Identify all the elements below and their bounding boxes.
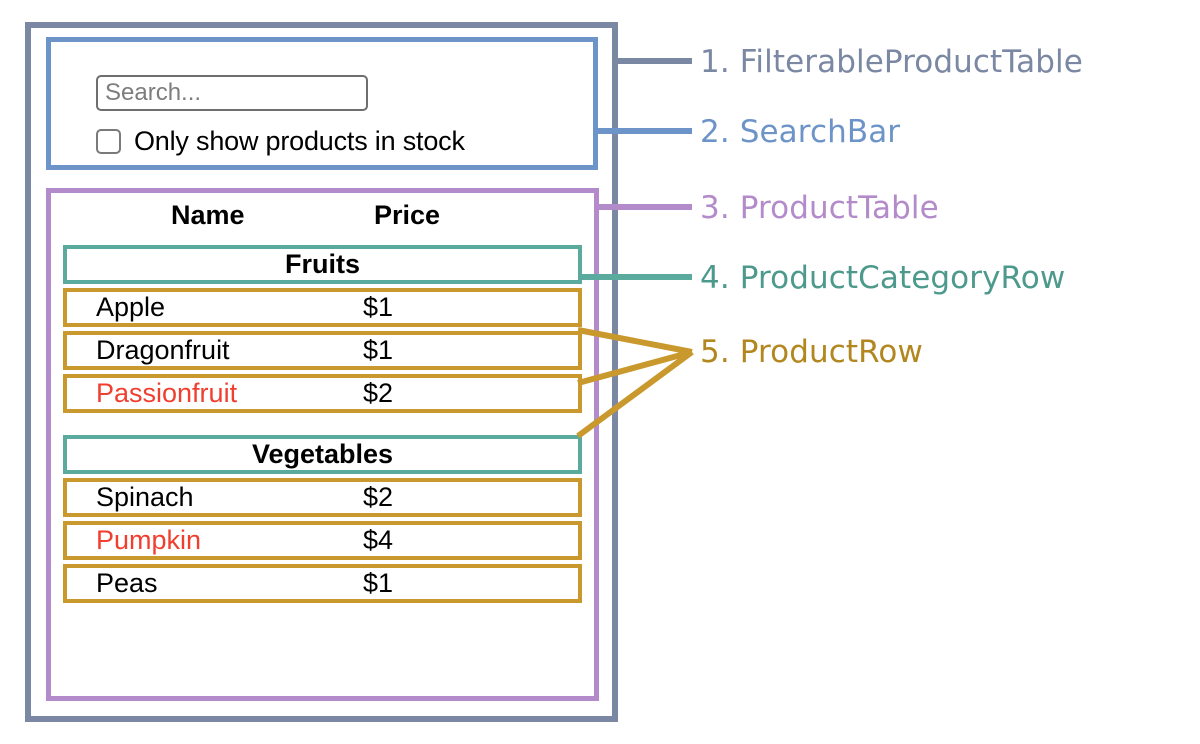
callout-label-product-table: 3. ProductTable xyxy=(700,190,939,226)
product-price: $1 xyxy=(363,291,394,322)
product-price: $1 xyxy=(363,334,394,365)
callout-label-product-row: 5. ProductRow xyxy=(700,334,923,370)
product-row: Pumpkin $4 xyxy=(63,521,582,560)
search-bar-frame: Only show products in stock xyxy=(46,37,598,170)
product-price: $2 xyxy=(363,481,394,512)
product-row: Peas $1 xyxy=(63,564,582,603)
callout-label-search-bar: 2. SearchBar xyxy=(700,114,901,150)
product-name: Pumpkin xyxy=(96,524,202,555)
product-name: Apple xyxy=(96,291,166,322)
in-stock-filter-row[interactable]: Only show products in stock xyxy=(96,126,465,157)
product-row: Dragonfruit $1 xyxy=(63,331,582,370)
product-category-row: Vegetables xyxy=(63,435,582,474)
product-row: Apple $1 xyxy=(63,288,582,327)
product-name: Spinach xyxy=(96,481,194,512)
product-rows-area: Fruits Apple $1 Dragonfruit $1 Passionfr… xyxy=(63,245,582,607)
filterable-product-table-frame: Only show products in stock Name Price F… xyxy=(25,22,618,722)
product-category-label: Vegetables xyxy=(251,438,394,469)
column-header-name: Name xyxy=(171,200,245,230)
product-table-header: Name Price xyxy=(51,200,594,236)
column-header-price: Price xyxy=(374,200,441,230)
search-input[interactable] xyxy=(96,75,368,111)
product-name: Dragonfruit xyxy=(96,334,230,365)
in-stock-checkbox-label: Only show products in stock xyxy=(134,126,465,156)
section-spacer xyxy=(63,417,582,435)
product-price: $1 xyxy=(363,567,394,598)
product-price: $4 xyxy=(363,524,394,555)
in-stock-checkbox[interactable] xyxy=(96,129,121,154)
product-category-row: Fruits xyxy=(63,245,582,284)
callout-label-product-category-row: 4. ProductCategoryRow xyxy=(700,260,1066,296)
product-name: Peas xyxy=(96,567,158,598)
product-row: Spinach $2 xyxy=(63,478,582,517)
callout-label-filterable-product-table: 1. FilterableProductTable xyxy=(700,44,1083,80)
product-category-label: Fruits xyxy=(284,248,360,279)
product-table-frame: Name Price Fruits Apple $1 Dragonfruit $… xyxy=(46,188,599,701)
product-price: $2 xyxy=(363,377,394,408)
product-name: Passionfruit xyxy=(96,377,238,408)
product-row: Passionfruit $2 xyxy=(63,374,582,413)
